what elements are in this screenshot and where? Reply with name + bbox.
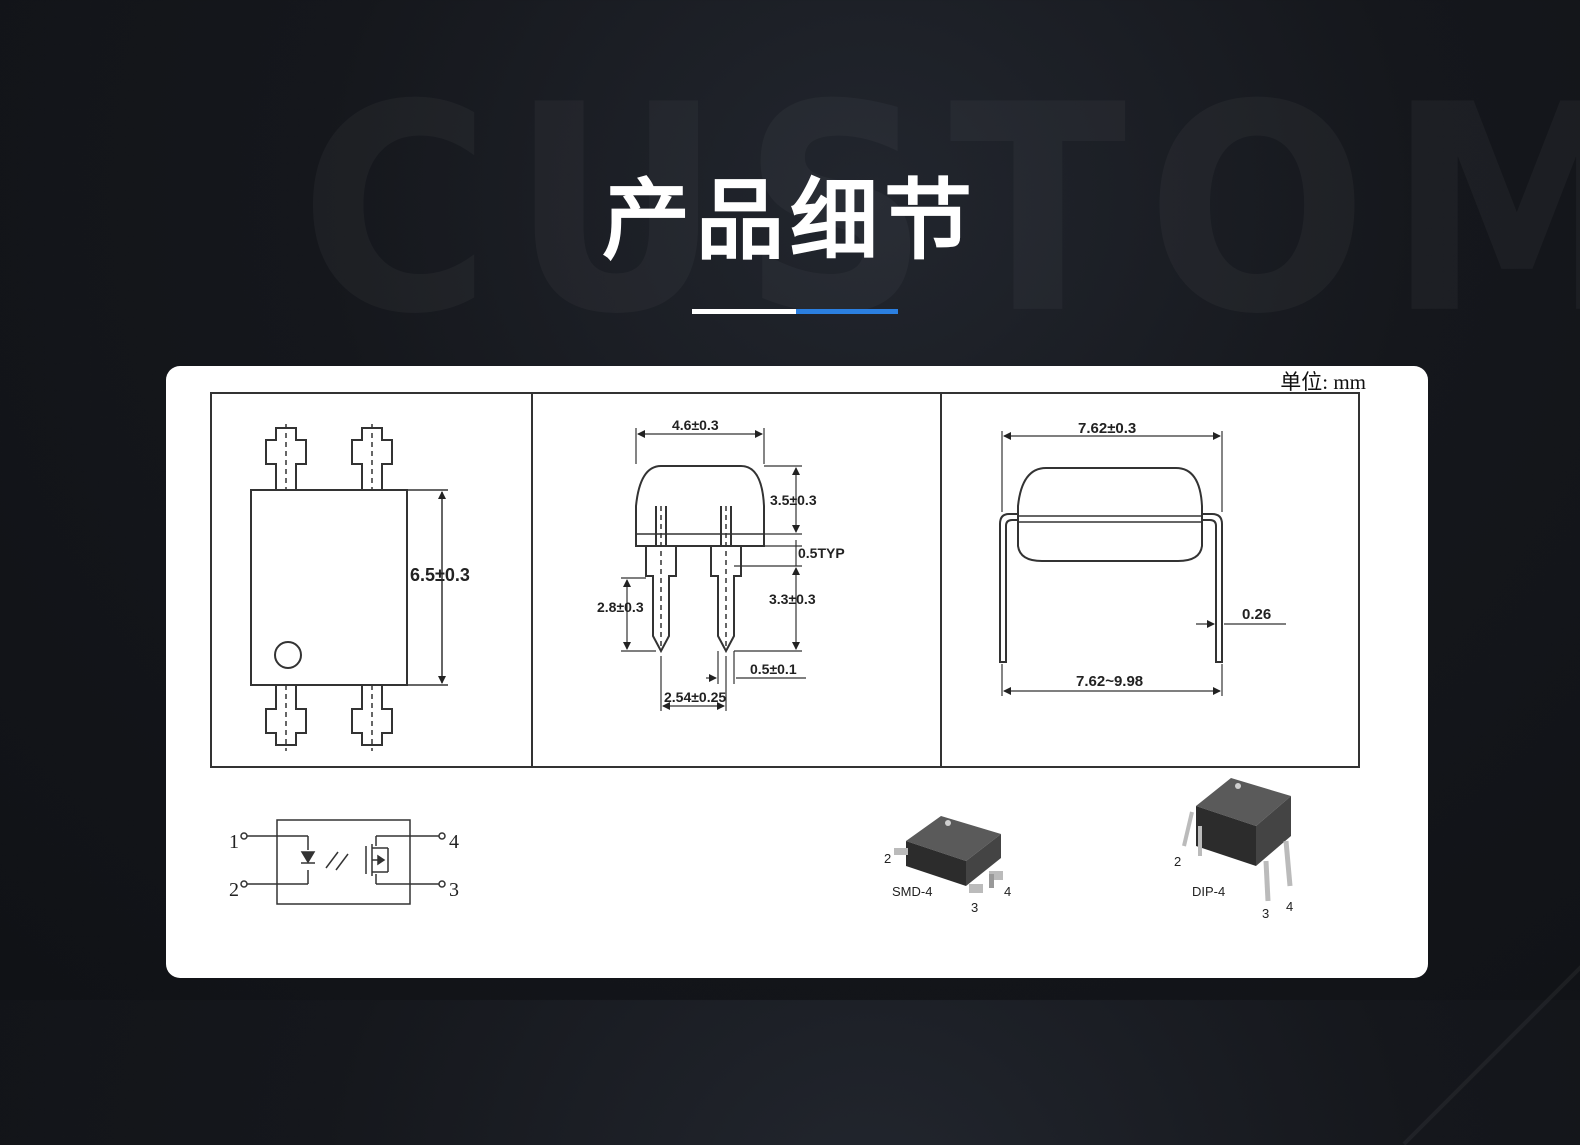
smd-4-pin-3: 3 — [971, 900, 978, 915]
smd-4-label: SMD-4 — [892, 884, 932, 899]
smd-4-pin-4: 4 — [1004, 884, 1011, 899]
dip-4-pin-2: 2 — [1174, 854, 1181, 869]
top-view-height-label: 6.5±0.3 — [410, 565, 470, 585]
schematic-pin-1: 1 — [229, 831, 239, 853]
end-view-lead-left — [999, 513, 1018, 663]
top-view-lead-upper-right — [351, 424, 393, 490]
unit-label: 单位: mm — [1280, 370, 1366, 394]
title-underline-white — [692, 309, 796, 314]
top-view-lead-upper-left — [265, 424, 307, 490]
side-view-dimensions — [621, 428, 806, 711]
end-view — [999, 431, 1286, 696]
dip-4-label: DIP-4 — [1192, 884, 1225, 899]
page-title: 产品细节 — [601, 169, 978, 272]
side-view-offset-label: 0.5TYP — [798, 545, 845, 561]
side-view-body-height-label: 3.5±0.3 — [770, 492, 817, 508]
dip-4-package-image — [1182, 778, 1293, 902]
side-view — [621, 428, 806, 711]
technical-drawing: 6.5±0.3 — [210, 392, 1360, 921]
side-view-shoulder-label: 2.8±0.3 — [597, 599, 644, 615]
dip-4-pin-3: 3 — [1262, 906, 1269, 921]
smd-4-package-image — [894, 816, 1003, 893]
schematic-pin-4: 4 — [449, 831, 459, 853]
top-view-height-dimension — [407, 489, 448, 686]
title-underline-blue — [796, 309, 898, 314]
schematic-pin-2: 2 — [229, 879, 239, 901]
end-view-dimensions — [1001, 431, 1286, 696]
schematic-pin-3: 3 — [449, 879, 459, 901]
side-view-lead-right — [710, 506, 742, 654]
product-drawing-card: 单位: mm — [166, 366, 1428, 978]
side-view-width-label: 4.6±0.3 — [672, 417, 719, 433]
smd-4-pin-2: 2 — [884, 851, 891, 866]
side-view-lead-length-label: 3.3±0.3 — [769, 591, 816, 607]
top-view-lead-lower-left — [265, 685, 307, 751]
top-view-lead-lower-right — [351, 685, 393, 751]
drawing-frame — [210, 392, 1360, 768]
dip-4-pin-4: 4 — [1286, 899, 1293, 914]
side-view-lead-left — [645, 506, 677, 654]
end-view-thickness-label: 0.26 — [1242, 606, 1271, 623]
side-view-lead-width-label: 0.5±0.1 — [750, 661, 797, 677]
top-view — [250, 424, 448, 751]
circuit-schematic — [240, 819, 446, 905]
end-view-spread-label: 7.62~9.98 — [1076, 673, 1143, 690]
side-view-pitch-label: 2.54±0.25 — [664, 689, 726, 705]
decorative-line — [1402, 930, 1580, 1145]
end-view-width-label: 7.62±0.3 — [1078, 420, 1136, 437]
end-view-lead-right — [1202, 513, 1223, 663]
